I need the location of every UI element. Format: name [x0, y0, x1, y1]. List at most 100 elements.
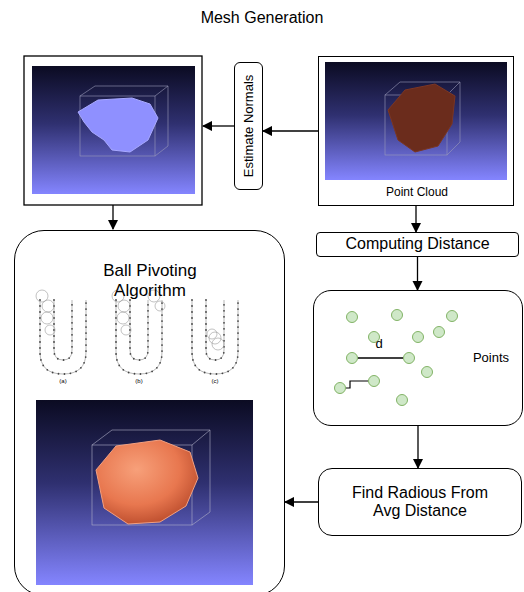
process-box: Find Radious From Avg Distance [318, 468, 522, 536]
sample-point [115, 353, 117, 355]
sample-point [223, 352, 225, 354]
sample-point [147, 304, 149, 306]
sample-point [161, 332, 163, 334]
sample-point [130, 353, 132, 355]
subfigure-label: (a) [53, 378, 73, 384]
sample-point [57, 358, 59, 360]
node-text: Points [464, 351, 518, 366]
sample-point [80, 367, 82, 369]
sample-point [39, 341, 41, 343]
surface-curve [54, 300, 72, 360]
process-box: Ball Pivoting Algorithm [14, 230, 285, 592]
sample-point [85, 350, 87, 352]
sample-point [115, 341, 117, 343]
point-cloud [388, 84, 455, 152]
flow-arrow [112, 205, 113, 229]
sample-point [70, 372, 72, 374]
flow-arrow [417, 426, 418, 468]
sample-point [156, 367, 158, 369]
distance-mark [346, 381, 368, 388]
sample-point [54, 353, 56, 355]
sample-point [71, 310, 73, 312]
sample-point [85, 332, 87, 334]
sample-point [85, 308, 87, 310]
sample-point [161, 326, 163, 328]
pivot-ball [45, 325, 55, 335]
sample-point [129, 335, 131, 337]
sample-point [237, 332, 239, 334]
sample-point [53, 329, 55, 331]
sample-point [129, 341, 131, 343]
sample-point [39, 347, 41, 349]
pivot-ball [212, 338, 224, 350]
sample-point [139, 359, 141, 361]
sample-point [133, 358, 135, 360]
sample-point [129, 317, 131, 319]
sample-point [122, 369, 124, 371]
sample-point [191, 353, 193, 355]
sample-point [215, 359, 217, 361]
sample-point [161, 350, 163, 352]
sample-point [237, 302, 239, 304]
sample-point [205, 329, 207, 331]
sample-point [53, 347, 55, 349]
sample-point [39, 323, 41, 325]
pivot-ball [117, 312, 129, 324]
process-box: Computing Distance [316, 232, 519, 257]
sample-point [191, 311, 193, 313]
sample-point [161, 320, 163, 322]
sample-point [205, 299, 207, 301]
sample-point [161, 344, 163, 346]
sample-point [53, 311, 55, 313]
sample-point [53, 323, 55, 325]
sample-point [216, 373, 218, 375]
sample-point [71, 340, 73, 342]
sample-point [115, 311, 117, 313]
sample-point [147, 340, 149, 342]
sample-point [147, 316, 149, 318]
sample-point [63, 359, 65, 361]
sample-point [71, 316, 73, 318]
surface-curve [130, 300, 148, 360]
image-box: Point Cloud [318, 56, 514, 206]
sample-point [71, 352, 73, 354]
sample-point [52, 372, 54, 374]
sample-point [209, 358, 211, 360]
sample-point [85, 356, 87, 358]
sample-point [39, 353, 41, 355]
surface-curve [192, 300, 238, 374]
sample-point [53, 341, 55, 343]
sample-point [128, 372, 130, 374]
sample-point [115, 323, 117, 325]
pivot-ball [121, 325, 131, 335]
sample-point [235, 362, 237, 364]
sample-point [191, 329, 193, 331]
sample-point [161, 302, 163, 304]
sample-point [115, 317, 117, 319]
sample-point [210, 373, 212, 375]
sample-point [71, 346, 73, 348]
sample-point [71, 322, 73, 324]
sample-point [85, 338, 87, 340]
sample-point [237, 344, 239, 346]
sample-point [161, 308, 163, 310]
sample-point [147, 322, 149, 324]
sample-point [191, 347, 193, 349]
sample-point [205, 347, 207, 349]
sample-point [223, 322, 225, 324]
sample-point [237, 308, 239, 310]
sample-point [205, 323, 207, 325]
sample-point [223, 316, 225, 318]
sample-point [237, 338, 239, 340]
bounding-box [92, 430, 210, 525]
subfigure-label: (c) [205, 378, 225, 384]
node-text: Estimate Normals [241, 75, 256, 178]
sample-point [237, 326, 239, 328]
sample-point [147, 310, 149, 312]
sample-point [191, 335, 193, 337]
sample-point [191, 323, 193, 325]
process-box: Estimate Normals [234, 62, 263, 190]
sample-point [46, 369, 48, 371]
pivot-figures [36, 290, 239, 375]
sample-point [147, 352, 149, 354]
